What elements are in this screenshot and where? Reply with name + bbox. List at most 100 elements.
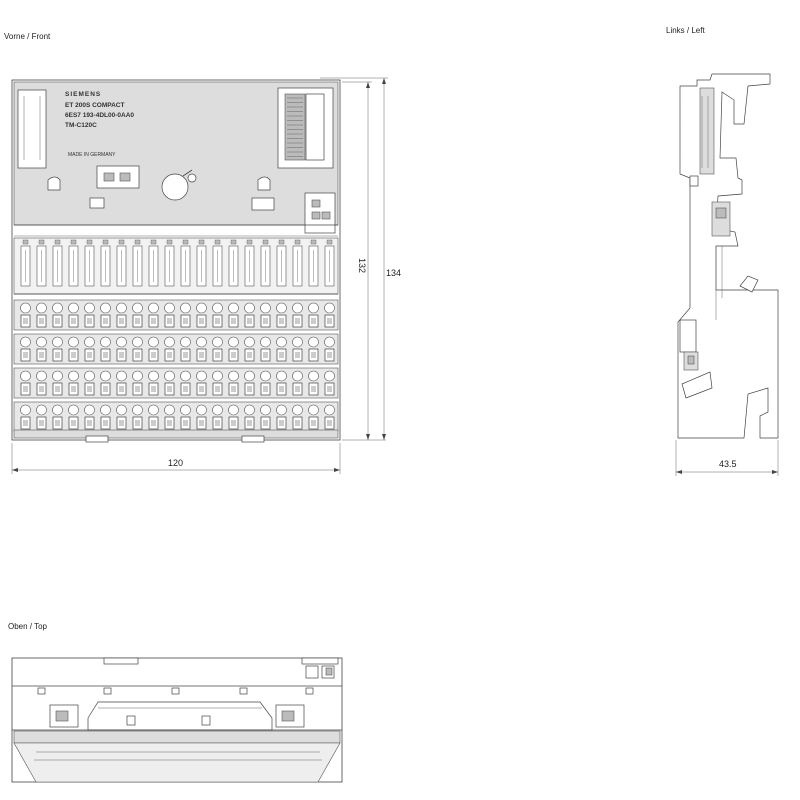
terminal-release	[52, 370, 63, 382]
terminal-release	[196, 404, 207, 416]
front-outline	[11, 79, 341, 441]
terminal-release	[244, 336, 255, 348]
terminal-release	[164, 370, 175, 382]
terminal-release	[68, 336, 79, 348]
top-view-label: Oben / Top	[8, 622, 48, 631]
terminal-release	[244, 370, 255, 382]
plate-order-number: 6ES7 193-4DL00-0AA0	[65, 112, 134, 119]
terminal-release	[228, 404, 239, 416]
front-base-rail	[13, 429, 339, 439]
top-view	[11, 657, 343, 783]
terminal-release	[36, 302, 47, 314]
terminal-release	[212, 404, 223, 416]
terminal-release	[132, 404, 143, 416]
terminal-release	[324, 404, 335, 416]
terminal-release	[100, 336, 111, 348]
terminal-release	[116, 302, 127, 314]
terminal-release	[292, 336, 303, 348]
plate-product-line: ET 200S COMPACT	[65, 102, 125, 109]
terminal-release	[68, 370, 79, 382]
terminal-release	[116, 370, 127, 382]
terminal-release	[308, 370, 319, 382]
terminal-release	[196, 336, 207, 348]
terminal-release	[84, 404, 95, 416]
terminal-release	[100, 404, 111, 416]
terminal-release	[52, 404, 63, 416]
terminal-release	[68, 302, 79, 314]
terminal-release	[84, 302, 95, 314]
terminal-release	[308, 302, 319, 314]
terminal-release	[276, 404, 287, 416]
terminal-release	[116, 336, 127, 348]
terminal-release	[84, 336, 95, 348]
terminal-release	[20, 370, 31, 382]
terminal-release	[36, 336, 47, 348]
terminal-release	[324, 336, 335, 348]
terminal-release	[244, 302, 255, 314]
terminal-release	[68, 404, 79, 416]
right-latch	[257, 176, 271, 191]
terminal-release	[308, 336, 319, 348]
left-latch	[47, 176, 61, 191]
terminal-release	[308, 404, 319, 416]
connector-pins	[284, 93, 306, 161]
terminal-release	[212, 302, 223, 314]
terminal-release	[244, 404, 255, 416]
terminal-release	[132, 370, 143, 382]
terminal-release	[52, 336, 63, 348]
front-left-window	[17, 89, 47, 169]
terminal-release	[292, 370, 303, 382]
terminal-release	[180, 370, 191, 382]
terminal-release	[52, 302, 63, 314]
terminal-release	[148, 336, 159, 348]
front-view: SIEMENS ET 200S COMPACT 6ES7 193-4DL00-0…	[11, 77, 401, 474]
left-view-clip	[711, 201, 731, 237]
left-view-label: Links / Left	[666, 26, 705, 35]
terminal-release	[116, 404, 127, 416]
terminal-release	[196, 370, 207, 382]
terminal-release	[292, 404, 303, 416]
terminal-release	[260, 302, 271, 314]
dim-front-height-outer: 134	[386, 268, 401, 278]
terminal-release	[260, 336, 271, 348]
brand-logo-text: SIEMENS	[65, 91, 101, 98]
front-slot-row	[13, 237, 339, 295]
front-view-label: Vorne / Front	[4, 32, 51, 41]
terminal-release	[148, 370, 159, 382]
terminal-release	[228, 370, 239, 382]
terminal-release	[164, 404, 175, 416]
dim-front-height-inner: 132	[357, 258, 367, 273]
terminal-release	[84, 370, 95, 382]
terminal-release	[36, 404, 47, 416]
terminal-release	[132, 336, 143, 348]
terminal-release	[260, 370, 271, 382]
terminal-release	[324, 370, 335, 382]
top-raised-section	[87, 701, 273, 731]
terminal-release	[212, 370, 223, 382]
terminal-release	[20, 404, 31, 416]
terminal-release	[180, 404, 191, 416]
terminal-release	[196, 302, 207, 314]
terminal-release	[100, 302, 111, 314]
terminal-release	[276, 336, 287, 348]
plate-module-type: TM-C120C	[65, 122, 97, 129]
terminal-release	[276, 302, 287, 314]
terminal-release	[228, 302, 239, 314]
terminal-release	[164, 336, 175, 348]
dim-left-depth: 43.5	[719, 459, 737, 469]
terminal-release	[228, 336, 239, 348]
terminal-release	[292, 302, 303, 314]
terminal-release	[20, 336, 31, 348]
terminal-release	[212, 336, 223, 348]
terminal-release	[180, 336, 191, 348]
terminal-release	[276, 370, 287, 382]
dim-front-width: 120	[168, 458, 183, 468]
terminal-release	[148, 302, 159, 314]
plate-made-in: MADE IN GERMANY	[68, 152, 116, 158]
left-view: 43.5	[675, 73, 779, 476]
coding-switch	[96, 165, 140, 189]
terminal-release	[20, 302, 31, 314]
terminal-release	[100, 370, 111, 382]
terminal-release	[148, 404, 159, 416]
